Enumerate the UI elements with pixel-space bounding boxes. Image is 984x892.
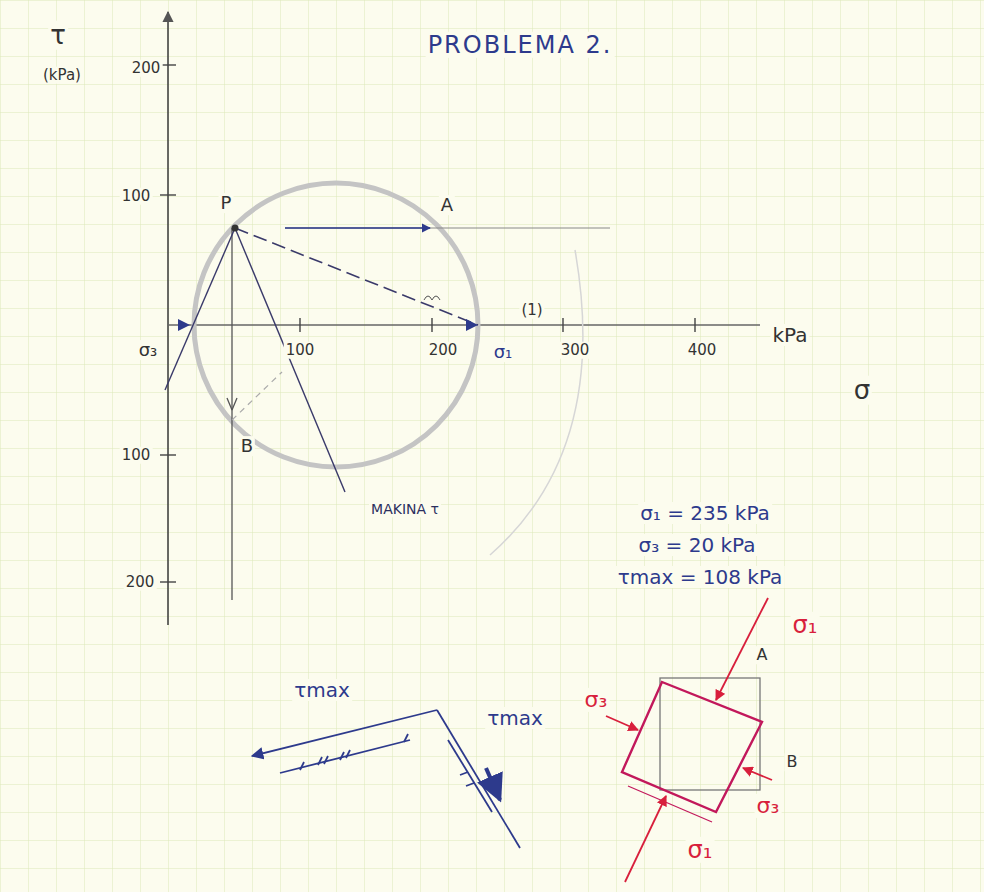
pole-arrow (285, 227, 430, 228)
label: 400 (686, 342, 719, 359)
original-element (660, 678, 760, 790)
label: (1) (519, 302, 544, 319)
axis-ticks (160, 65, 695, 582)
arc-sketch (490, 250, 583, 555)
label: 300 (559, 342, 592, 359)
label: σ₁ (492, 342, 515, 362)
mohr-circle (194, 183, 478, 467)
horizontal-line (285, 227, 610, 228)
label: P (219, 193, 234, 213)
stress-arrows (606, 598, 772, 882)
label: τmax (485, 707, 545, 729)
label: σ (852, 376, 872, 405)
shear-arrow (486, 768, 500, 800)
dashed-line (235, 228, 478, 325)
label: σ₃ (583, 688, 610, 712)
label: 200 (130, 60, 163, 77)
label: 200 (124, 574, 157, 591)
label: σ₁ = 235 kPa (638, 502, 772, 524)
pole-point (232, 225, 239, 232)
shear-element (252, 710, 520, 848)
label: σ₁ (686, 837, 715, 863)
label: τ (48, 21, 68, 50)
pole-line (165, 228, 235, 390)
arrow-head (227, 398, 237, 410)
label: 200 (427, 342, 460, 359)
dashed-line (232, 372, 282, 420)
label: 100 (120, 188, 153, 205)
vertical-line (231, 228, 232, 600)
label: τmax = 108 kPa (616, 566, 785, 588)
label: A (439, 195, 455, 215)
tau-axis (167, 12, 169, 625)
label: MAKINA τ (369, 502, 441, 517)
label: (kPa) (41, 67, 83, 84)
label: B (239, 436, 255, 456)
tau-max-line (235, 228, 345, 492)
dimension-line (628, 786, 712, 822)
label: σ₃ (755, 794, 782, 818)
sigma-axis (168, 324, 760, 326)
angle-mark (424, 296, 440, 300)
label: A (755, 646, 770, 664)
axis-arrow (178, 319, 190, 331)
label: τmax (292, 679, 352, 701)
title: PROBLEMA 2. (426, 32, 615, 58)
label: σ₃ = 20 kPa (637, 534, 758, 556)
label: σ₁ (791, 612, 820, 638)
label: σ₃ (137, 340, 160, 360)
label: 100 (284, 342, 317, 359)
label: B (785, 753, 800, 771)
label: kPa (771, 324, 810, 346)
label: 100 (120, 447, 153, 464)
axis-arrow (466, 319, 478, 331)
